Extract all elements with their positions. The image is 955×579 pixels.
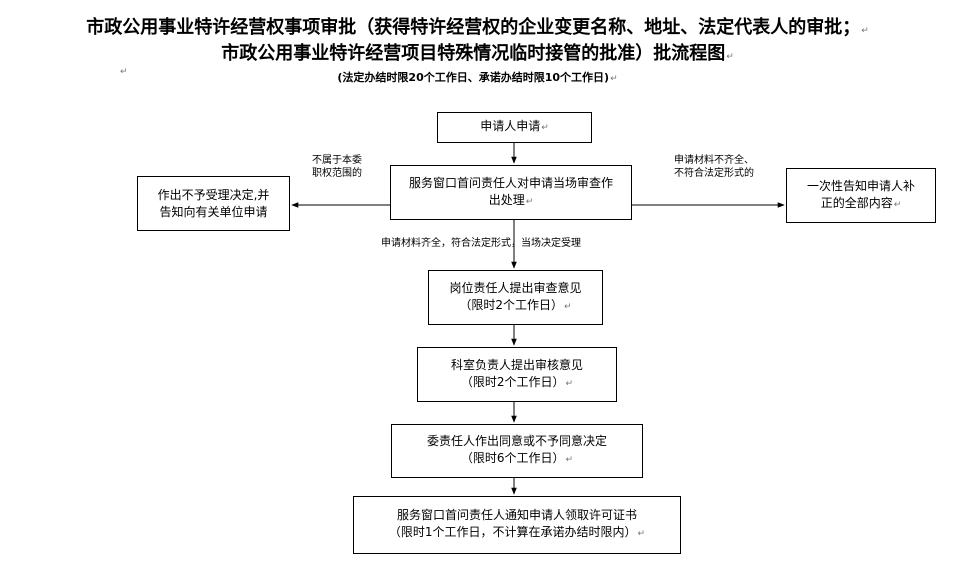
node-window-review: 服务窗口首问责任人对申请当场审查作 出处理↵ (390, 165, 632, 220)
node-notify-permit: 服务窗口首问责任人通知申请人领取许可证书 （限时1个工作日，不计算在承诺办结时限… (353, 496, 681, 554)
node-committee-decision: 委责任人作出同意或不予同意决定 （限时6个工作日）↵ (391, 424, 643, 478)
node-apply: 申请人申请↵ (437, 112, 592, 143)
paragraph-mark: ↵ (120, 67, 128, 77)
node-notify-once: 一次性告知申请人补 正的全部内容↵ (786, 168, 936, 223)
node-reject: 作出不予受理决定,并 告知向有关单位申请 (137, 176, 290, 231)
label-incomplete: 申请材料不齐全、 不符合法定形式的 (674, 155, 754, 179)
node-post-review: 岗位责任人提出审查意见 （限时2个工作日）↵ (428, 270, 603, 325)
label-complete: 申请材料齐全，符合法定形式，当场决定受理 (381, 238, 581, 249)
subtitle: (法定办结时限20个工作日、承诺办结时限10个工作日)↵ (337, 71, 618, 84)
node-section-review: 科室负责人提出审核意见 （限时2个工作日）↵ (417, 347, 617, 402)
title-line-1: 市政公用事业特许经营权事项审批（获得特许经营权的企业变更名称、地址、法定代表人的… (86, 17, 869, 38)
label-not-in-scope: 不属于本委 职权范围的 (312, 155, 362, 179)
title-line-2: 市政公用事业特许经营项目特殊情况临时接管的批准）批流程图↵ (221, 43, 734, 64)
